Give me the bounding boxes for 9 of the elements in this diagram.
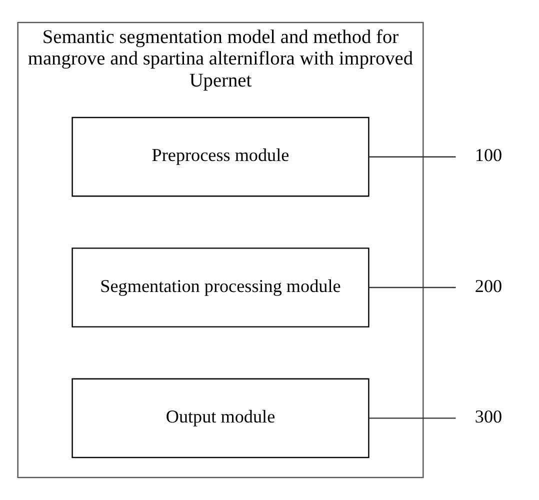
node-text: 200 [474,276,502,296]
node-box: Preprocess module [72,116,370,197]
connector [368,156,456,158]
node-box: Output module [72,378,370,458]
node-box: Segmentation processing module [72,248,370,328]
connector [368,286,456,288]
node-text: 300 [474,406,502,426]
node-text: 100 [474,145,502,166]
connector [368,418,456,419]
